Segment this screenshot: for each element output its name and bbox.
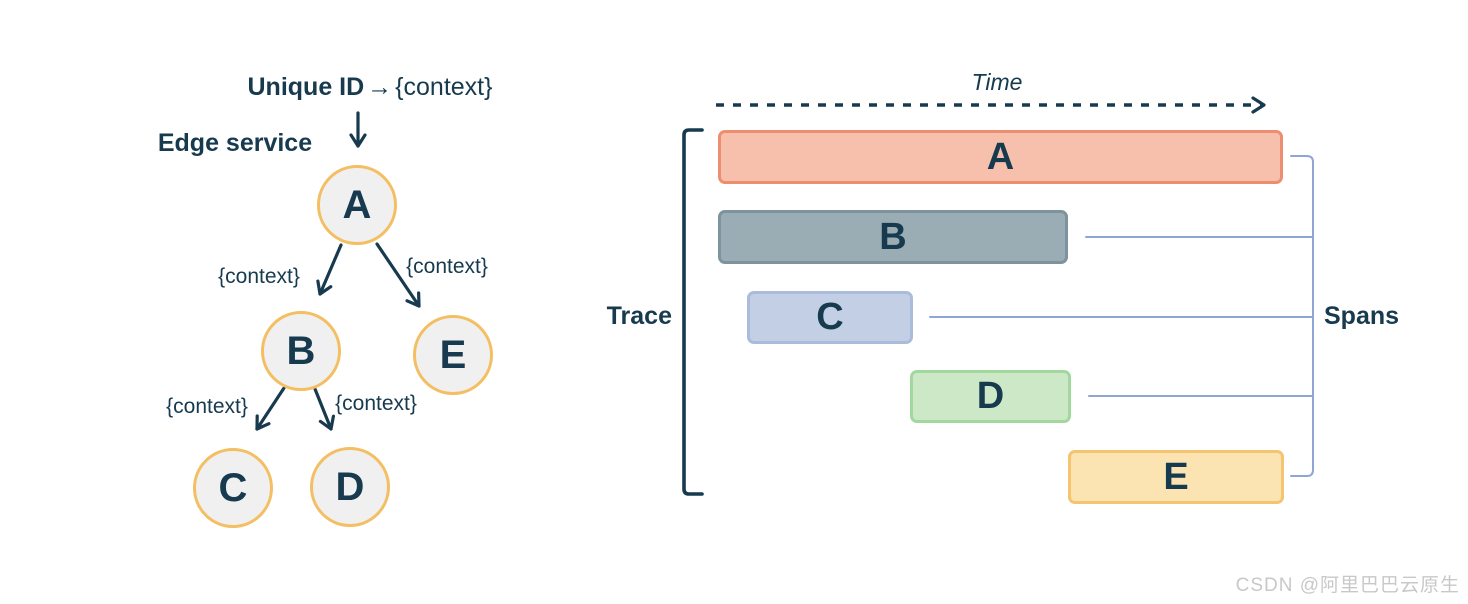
service-node-e: E (413, 315, 493, 395)
service-node-d: D (310, 447, 390, 527)
span-bar-d-label: D (976, 375, 1005, 417)
span-bar-a-label: A (986, 135, 1015, 178)
unique-id-heading: Unique ID→{context} (180, 73, 560, 102)
span-bar-e: E (1068, 450, 1284, 504)
span-bar-d: D (910, 370, 1071, 423)
spans-label: Spans (1324, 302, 1400, 330)
context-label-b-c: {context} (166, 395, 248, 418)
context-label-b-d: {context} (335, 392, 417, 415)
span-bar-e-label: E (1163, 455, 1189, 498)
tree-edge-a-b (316, 243, 343, 296)
service-node-b: B (261, 311, 341, 391)
context-label-a-e: {context} (406, 255, 488, 278)
service-node-a: A (317, 165, 397, 245)
right-arrow-glyph: → (367, 73, 393, 101)
span-bar-b: B (718, 210, 1068, 264)
context-token: {context} (395, 73, 493, 101)
tree-edge-b-d (313, 387, 336, 431)
service-node-c: C (193, 448, 273, 528)
span-bar-a: A (718, 130, 1283, 184)
tree-edge-b-c (255, 386, 286, 431)
trace-bracket (682, 128, 704, 496)
csdn-watermark: CSDN @阿里巴巴云原生 (1235, 575, 1460, 596)
edge-service-label: Edge service (157, 129, 313, 157)
time-label: Time (971, 69, 1023, 95)
trace-label: Trace (606, 302, 672, 330)
span-bar-c-label: C (816, 296, 844, 338)
tree-edge-a-e (375, 242, 421, 308)
context-label-a-b: {context} (218, 265, 300, 288)
unique-id-label: Unique ID (247, 73, 365, 101)
span-bar-b-label: B (879, 215, 907, 258)
span-bar-c: C (747, 291, 913, 344)
